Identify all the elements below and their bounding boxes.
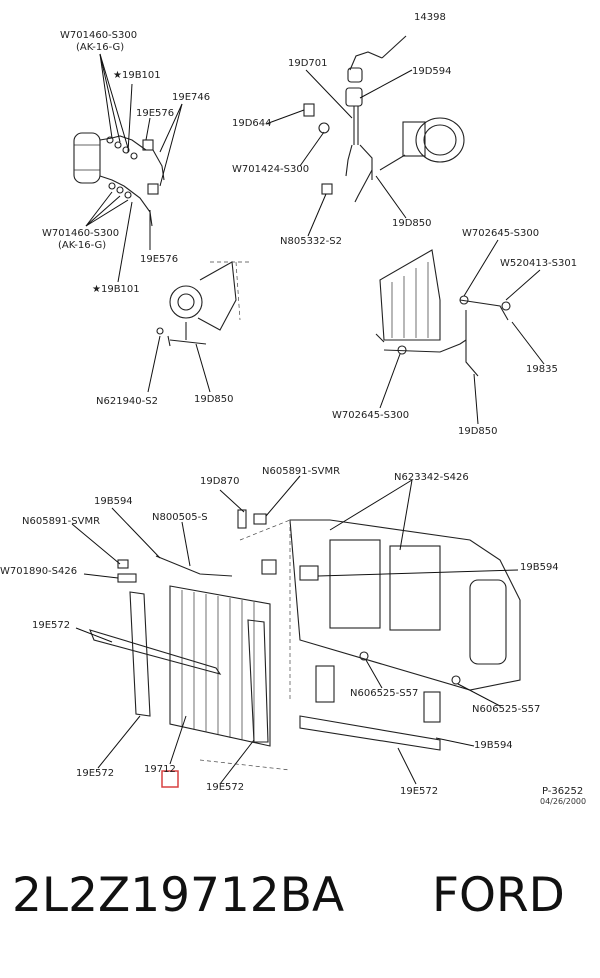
callout-label: W520413-S301 xyxy=(500,258,578,269)
callout-label: N805332-S2 xyxy=(280,236,342,247)
callout-label: N606525-S57 xyxy=(350,688,419,699)
callout-label: N605891-SVMR xyxy=(22,516,101,527)
part-number: 2L2Z19712BA xyxy=(12,868,345,923)
callout-label: 19E576 xyxy=(136,108,175,119)
callout-label: 19D850 xyxy=(458,426,498,437)
callout-label: W702645-S300 xyxy=(332,410,410,421)
callout-label: ★19B101 xyxy=(113,70,161,81)
callout-label: 19B594 xyxy=(94,496,133,507)
callout-label: ★19B101 xyxy=(92,284,140,295)
callout-label: N800505-S xyxy=(152,512,208,523)
callout-label: W701460-S300 xyxy=(42,228,120,239)
callout-label: 19E746 xyxy=(172,92,211,103)
callout-label: 19D644 xyxy=(232,118,272,129)
condenser-line-assembly xyxy=(375,239,545,425)
callout-label: 19B594 xyxy=(520,562,559,573)
callout-label: 19B594 xyxy=(474,740,513,751)
callout-label: W701890-S426 xyxy=(0,566,78,577)
callout-label: 19E572 xyxy=(76,768,115,779)
callout-label: N623342-S426 xyxy=(394,472,469,483)
callout-label: 19835 xyxy=(526,364,558,375)
callout-label: 19D594 xyxy=(412,66,452,77)
callout-label: N606525-S57 xyxy=(472,704,541,715)
callout-label: 19E572 xyxy=(206,782,245,793)
callout-label: W701424-S300 xyxy=(232,164,310,175)
callout-label: 19E572 xyxy=(400,786,439,797)
callout-label: 19E572 xyxy=(32,620,71,631)
callout-label: 19D870 xyxy=(200,476,240,487)
switch-line-assembly xyxy=(265,35,465,237)
callout-label: (AK-16-G) xyxy=(76,42,125,53)
callout-label: 19D850 xyxy=(194,394,234,405)
figure-id: P-36252 xyxy=(542,786,584,797)
callout-label: 19D701 xyxy=(288,58,328,69)
callout-label: N605891-SVMR xyxy=(262,466,341,477)
callout-label: 19712 xyxy=(144,764,176,775)
callout-label: 14398 xyxy=(414,12,446,23)
brand-name: FORD xyxy=(432,868,565,923)
callout-label: N621940-S2 xyxy=(96,396,158,407)
callout-label: W702645-S300 xyxy=(462,228,540,239)
condenser-radiator-assembly xyxy=(71,475,521,788)
callout-label: W701460-S300 xyxy=(60,30,138,41)
compressor-assembly xyxy=(147,261,250,393)
callout-label: 19E576 xyxy=(140,254,179,265)
callout-label: 19D850 xyxy=(392,218,432,229)
receiver-drier-assembly xyxy=(73,53,183,283)
callout-label: (AK-16-G) xyxy=(58,240,107,251)
figure-date: 04/26/2000 xyxy=(540,797,587,806)
